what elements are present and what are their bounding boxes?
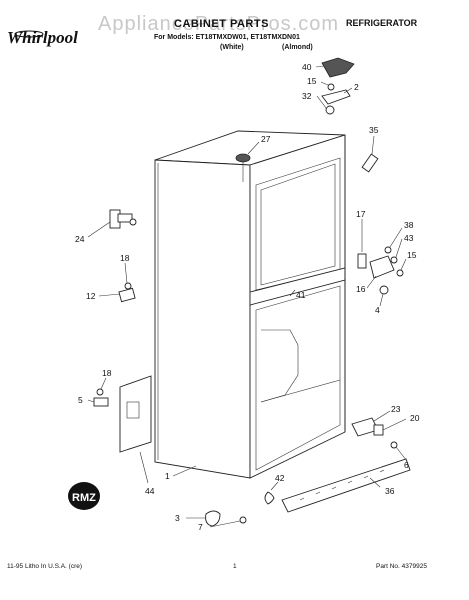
footer-part-number: Part No. 4379925 (376, 563, 427, 570)
callout-20: 20 (410, 413, 420, 423)
callout-15-mid: 15 (407, 250, 417, 260)
callout-32: 32 (302, 91, 312, 101)
callout-44: 44 (145, 486, 155, 496)
appliance-category: REFRIGERATOR (346, 18, 418, 28)
callout-12: 12 (86, 291, 96, 301)
callout-2: 2 (354, 82, 359, 92)
callout-3: 3 (175, 513, 180, 523)
toe-grille-36 (281, 458, 411, 513)
part-3 (205, 510, 221, 527)
svg-text:RMZ: RMZ (72, 492, 96, 504)
callout-27: 27 (261, 134, 271, 144)
models-line: For Models: ET18TMXDW01, ET18TMXDN01 (154, 34, 300, 41)
callout-17: 17 (356, 209, 366, 219)
leader-lines (87, 65, 408, 528)
callout-labels: 40 15 2 32 35 27 17 38 43 15 24 18 16 4 … (75, 62, 420, 532)
part-18-upper (124, 282, 132, 290)
part-44-bracket (119, 375, 152, 453)
callout-15-top: 15 (307, 76, 317, 86)
callout-38: 38 (404, 220, 414, 230)
callout-16: 16 (356, 284, 366, 294)
callout-36: 36 (385, 486, 395, 496)
stamp-logo: RMZ (68, 482, 100, 510)
callout-42: 42 (275, 473, 285, 483)
callout-4: 4 (375, 305, 380, 315)
part-12 (118, 287, 136, 303)
footer-printing-note: 11-95 Litho In U.S.A. (cre) (7, 563, 82, 570)
shim-32 (325, 105, 335, 115)
part-4 (379, 285, 389, 295)
part-24 (109, 209, 137, 229)
part-5 (93, 397, 109, 407)
brand-logo-text: Whirlpool (7, 28, 78, 47)
part-35 (361, 153, 379, 173)
middle-hinge-16 (369, 255, 395, 279)
whirlpool-logo: Whirlpool (7, 28, 78, 47)
callout-7: 7 (198, 522, 203, 532)
part-43 (390, 256, 398, 264)
callout-1: 1 (165, 471, 170, 481)
callout-43: 43 (404, 233, 414, 243)
callout-23: 23 (391, 404, 401, 414)
part-27 (235, 153, 251, 163)
page-title: CABINET PARTS (174, 18, 269, 30)
part-6 (390, 441, 398, 449)
part-18-lower (96, 388, 104, 396)
footer-page-number: 1 (233, 563, 237, 570)
screw-15-mid (396, 269, 404, 277)
watermark-text: AppliancePartsPros.com (98, 13, 339, 35)
callout-40: 40 (302, 62, 312, 72)
callout-6: 6 (404, 460, 409, 470)
callout-18-upper: 18 (120, 253, 130, 263)
callout-35: 35 (369, 125, 379, 135)
color-white-label: (White) (220, 44, 244, 51)
top-hinge-cover (321, 57, 355, 78)
part-17 (357, 253, 367, 269)
callout-18-lower: 18 (102, 368, 112, 378)
refrigerator-cabinet (154, 130, 346, 479)
color-almond-label: (Almond) (282, 44, 313, 51)
part-38 (384, 246, 392, 254)
screw-15-top (327, 83, 335, 91)
callout-41: 41 (296, 290, 306, 300)
top-hinge (321, 89, 351, 105)
part-20 (373, 424, 384, 436)
callout-5: 5 (78, 395, 83, 405)
part-7 (239, 516, 247, 524)
part-42 (264, 491, 275, 505)
callout-24: 24 (75, 234, 85, 244)
